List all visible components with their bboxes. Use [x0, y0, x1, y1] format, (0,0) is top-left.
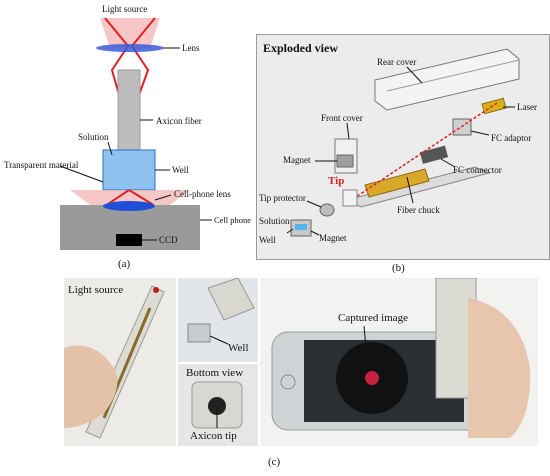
label-fiber-chuck: Fiber chuck [397, 205, 440, 215]
photo-well: Well [178, 278, 258, 362]
photo-handheld-drawing [64, 278, 176, 446]
hand-shape [64, 345, 118, 428]
photo-phone-drawing [260, 278, 538, 446]
magnet-top-shape [336, 154, 354, 168]
transparent-material-shape [70, 190, 190, 205]
leader-fiber-chuck [406, 176, 414, 204]
label-well: Well [259, 235, 276, 245]
panel-b-exploded-view: Exploded view Rear cover Laser Front cov… [256, 34, 550, 260]
photo-label-well: Well [228, 342, 249, 354]
ray-left [104, 17, 130, 99]
tip-protector-shape [319, 203, 335, 217]
label-solution: Solution [259, 216, 290, 226]
panel-b-drawing [286, 48, 520, 237]
ccd-shape [116, 234, 142, 246]
label-rear-cover: Rear cover [377, 57, 417, 67]
label-cell-phone: Cell phone [214, 215, 252, 225]
hand-on-phone [468, 298, 531, 438]
fiber-chuck-shape [364, 168, 430, 198]
tip-holder-shape [342, 189, 358, 207]
leader-front-cover [346, 122, 350, 140]
photo-phone: Captured image [260, 278, 538, 446]
label-tip-protector: Tip protector [259, 193, 306, 203]
photo-label-light-source: Light source [68, 284, 124, 296]
lens-shape [96, 44, 164, 52]
well-shape [102, 149, 156, 191]
leader-magnet-bottom [310, 230, 320, 236]
laser-shape [481, 97, 507, 115]
leader-solution [107, 141, 113, 156]
home-button [280, 374, 296, 390]
label-front-cover: Front cover [321, 113, 363, 123]
caption-b: (b) [392, 262, 405, 274]
label-laser: Laser [517, 102, 537, 112]
rear-cover-edge [386, 59, 520, 92]
photo-label-axicon-tip: Axicon tip [190, 430, 237, 442]
label-magnet-top: Magnet [283, 155, 311, 165]
caption-c: (c) [268, 456, 281, 468]
leader-captured-image [363, 325, 369, 371]
leader-well [286, 228, 294, 234]
label-lens: Lens [182, 43, 200, 53]
label-magnet-bottom: Magnet [319, 233, 347, 243]
leader-fc-connector [440, 158, 456, 168]
panel-a-schematic: Light source Lens Solution Axicon fiber … [0, 0, 252, 270]
solution-shape [295, 224, 307, 230]
light-cone [100, 18, 160, 48]
leader-transparent [59, 165, 104, 183]
leader-tip-protector [306, 200, 322, 208]
label-transparent-material: Transparent material [4, 160, 79, 170]
label-ccd: CCD [159, 235, 178, 245]
photo-label-bottom-view: Bottom view [186, 367, 244, 379]
label-light-source: Light source [102, 4, 148, 14]
photo-label-captured-image: Captured image [338, 312, 408, 324]
photo-handheld-device: Light source [64, 278, 176, 446]
laser-beam [352, 102, 498, 200]
photo-bottom-drawing [178, 364, 258, 446]
label-tip: Tip [328, 175, 345, 187]
label-cellphone-lens: Cell-phone lens [174, 189, 231, 199]
caption-a: (a) [118, 258, 131, 270]
photo-well-drawing [178, 278, 258, 362]
device-end [207, 278, 255, 321]
label-fc-connector: FC connector [453, 165, 502, 175]
label-axicon-fiber: Axicon fiber [156, 116, 202, 126]
leader-rear-cover [406, 66, 423, 84]
well-piece [187, 323, 211, 343]
fc-connector-shape [419, 145, 449, 164]
cellphone-lens-shape [103, 201, 155, 211]
label-solution: Solution [78, 132, 109, 142]
leader-fc-adaptor [470, 130, 490, 136]
label-fc-adaptor: FC adaptor [491, 133, 532, 143]
exploded-view-title: Exploded view [263, 41, 339, 55]
photo-bottom-view: Bottom view Axicon tip [178, 364, 258, 446]
captured-spot [365, 371, 379, 385]
leader-cellphone-lens [154, 194, 172, 201]
panel-a-drawing [59, 17, 212, 250]
label-well: Well [172, 165, 189, 175]
light-source-tip [153, 287, 159, 293]
leader-well-photo [209, 335, 229, 345]
rear-cover-shape [374, 48, 520, 111]
ray-right [130, 17, 156, 99]
